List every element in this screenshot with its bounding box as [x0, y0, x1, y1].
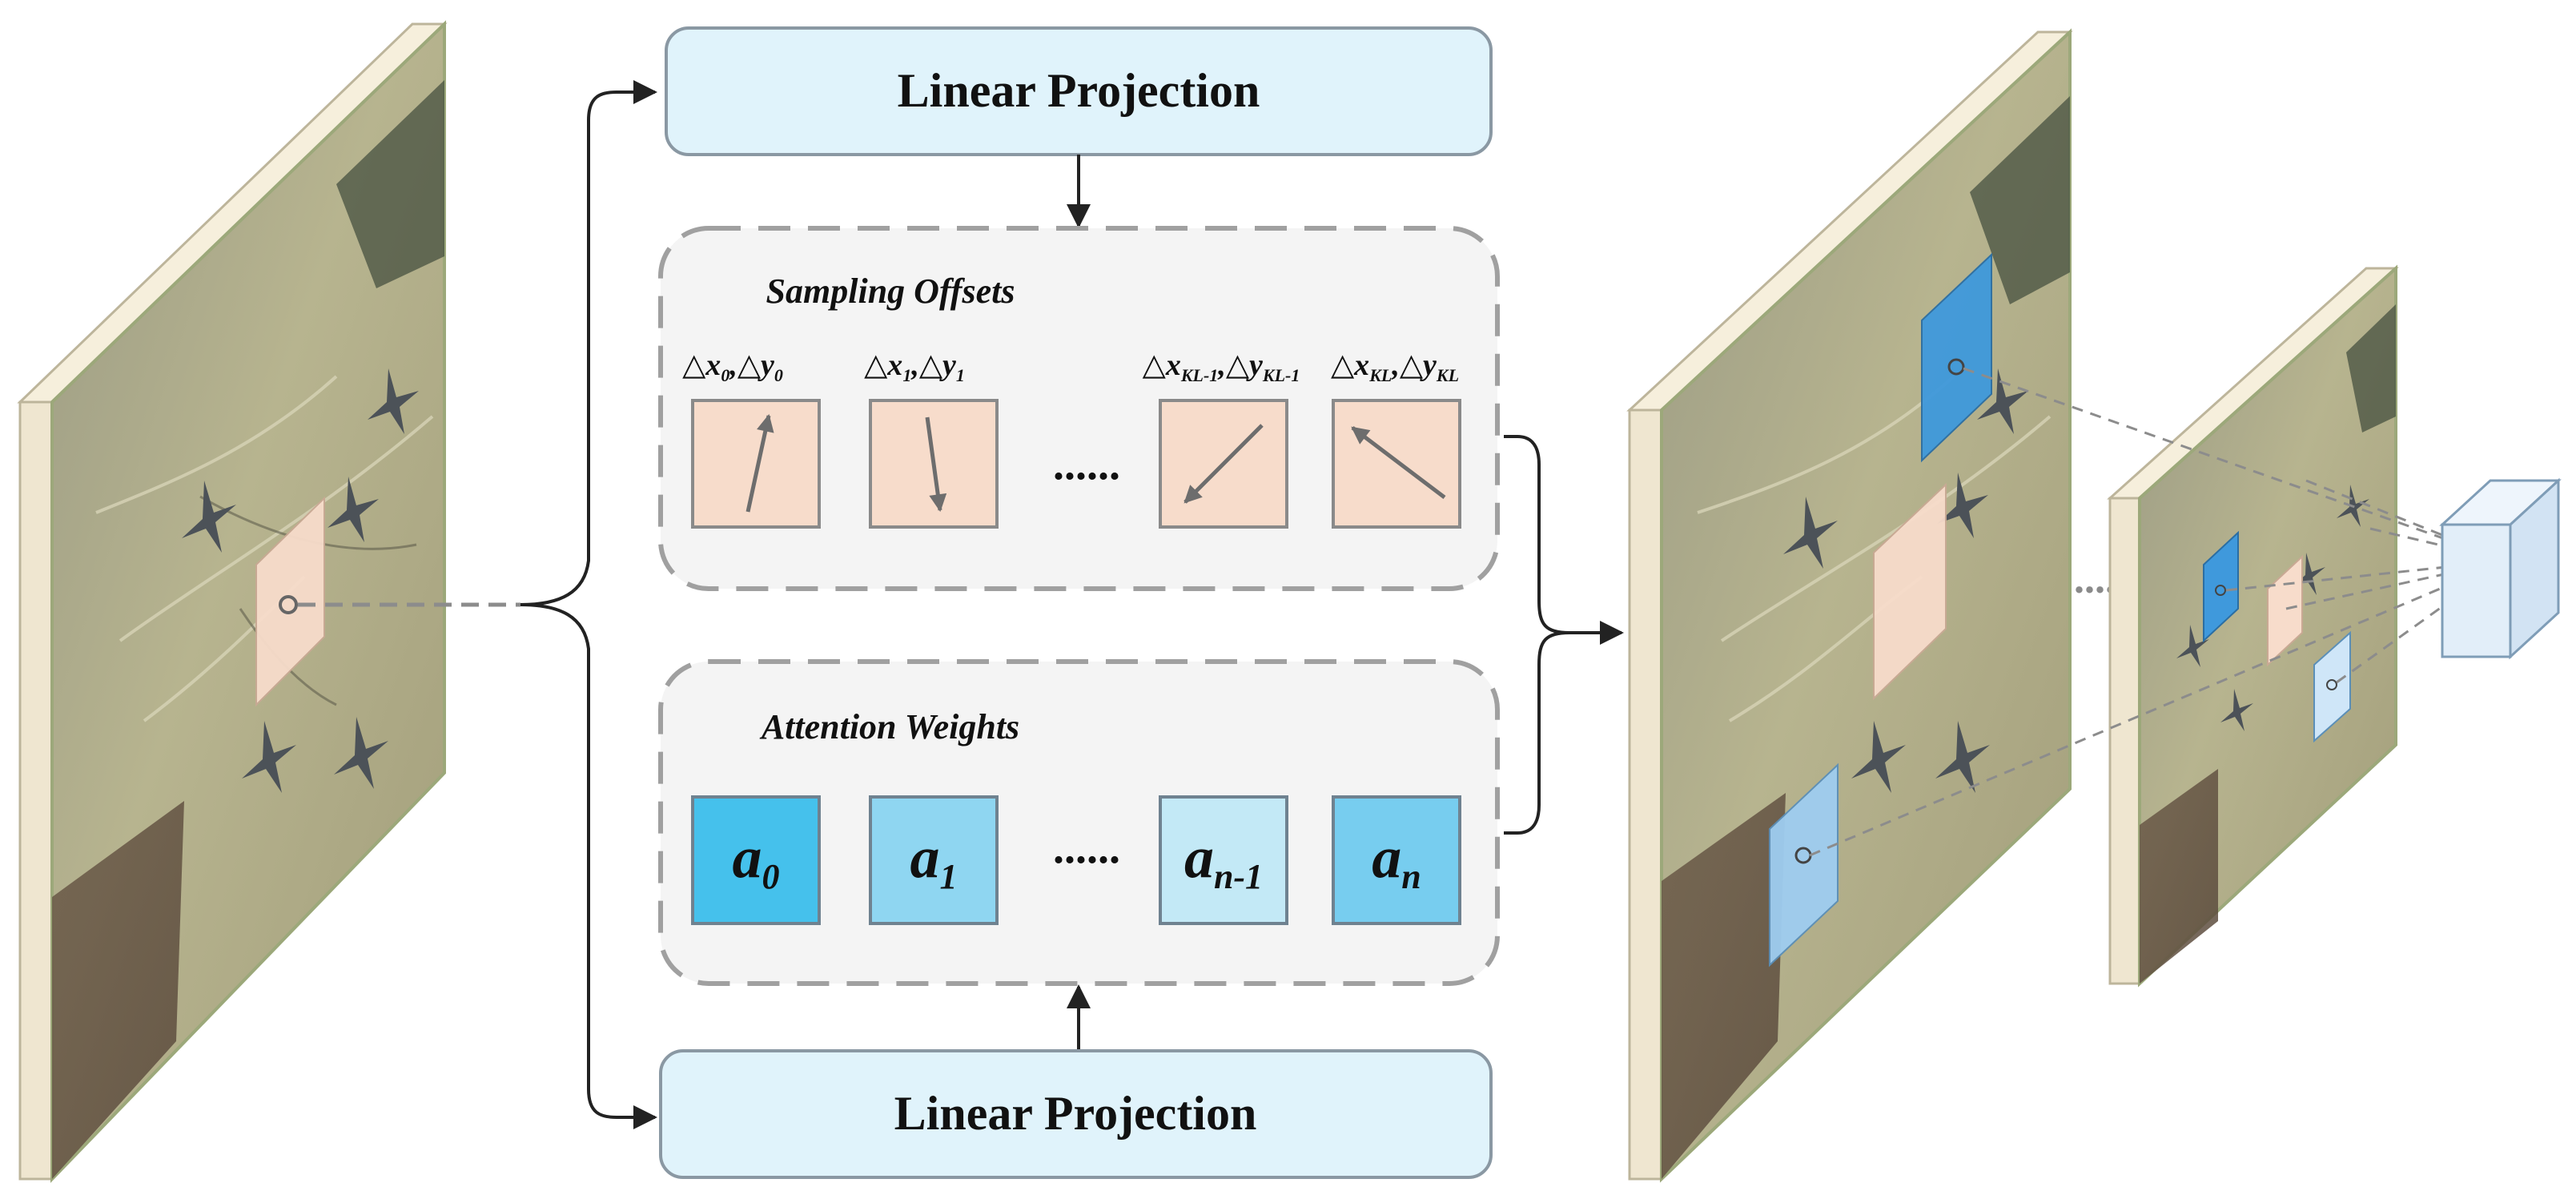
offset-arrow-icon-1 [925, 416, 947, 513]
offset-box-3 [1332, 399, 1461, 529]
offset-label-3: △xKL,△yKL [1331, 348, 1459, 385]
aircraft-icon [182, 368, 419, 793]
sampled-patch-1 [1921, 252, 1992, 463]
top-projection-label: Linear Projection [898, 64, 1260, 117]
attention-weights-title: Attention Weights [759, 707, 1019, 746]
split-bracket [520, 80, 657, 1129]
query-point [279, 595, 298, 614]
small-patch-1 [2203, 530, 2239, 643]
small-feature-map [2107, 264, 2399, 988]
offsets-ellipsis: ...... [1053, 440, 1120, 489]
weight-box-3 [1332, 795, 1461, 925]
input-map-side [18, 400, 54, 1181]
offset-arrow-icon-3 [1351, 426, 1446, 499]
weight-label-3: an [1372, 825, 1421, 896]
weight-box-2 [1159, 795, 1288, 925]
weight-label-2: an-1 [1184, 825, 1263, 896]
output-feature-map [1626, 28, 2073, 1183]
query-patch [255, 496, 325, 707]
weight-label-0: a0 [733, 825, 780, 896]
top-linear-projection: Linear Projection [665, 26, 1493, 156]
bottom-projection-label: Linear Projection [894, 1087, 1257, 1140]
offset-box-0 [691, 399, 821, 529]
weights-ellipsis: ...... [1053, 823, 1120, 873]
offset-label-1: △x1,△y1 [864, 348, 965, 385]
offset-arrow-icon-0 [745, 413, 774, 513]
offset-label-0: △x0,△y0 [682, 348, 783, 385]
attention-weights-panel: Attention Weights a0 a1 an-1 an ...... [658, 659, 1500, 986]
output-cube [2439, 477, 2562, 660]
aircraft-icon [1783, 368, 2028, 793]
bottom-linear-projection: Linear Projection [659, 1049, 1493, 1179]
input-feature-map [17, 20, 448, 1183]
merge-bracket [1504, 435, 1624, 835]
reference-patch [1873, 482, 1947, 701]
weight-box-1 [869, 795, 999, 925]
weight-label-1: a1 [910, 825, 958, 896]
weight-box-0 [691, 795, 821, 925]
offset-arrow-icon-2 [1184, 424, 1264, 504]
small-patch-3 [2313, 630, 2351, 743]
sampling-offsets-panel: Sampling Offsets △x0,△y0 △x1,△y1 △xKL-1,△y… [658, 226, 1500, 591]
sampling-offsets-title: Sampling Offsets [766, 272, 1015, 311]
sampled-patch-2 [1769, 762, 1839, 968]
offset-label-2: △xKL-1,△yKL-1 [1143, 348, 1300, 385]
